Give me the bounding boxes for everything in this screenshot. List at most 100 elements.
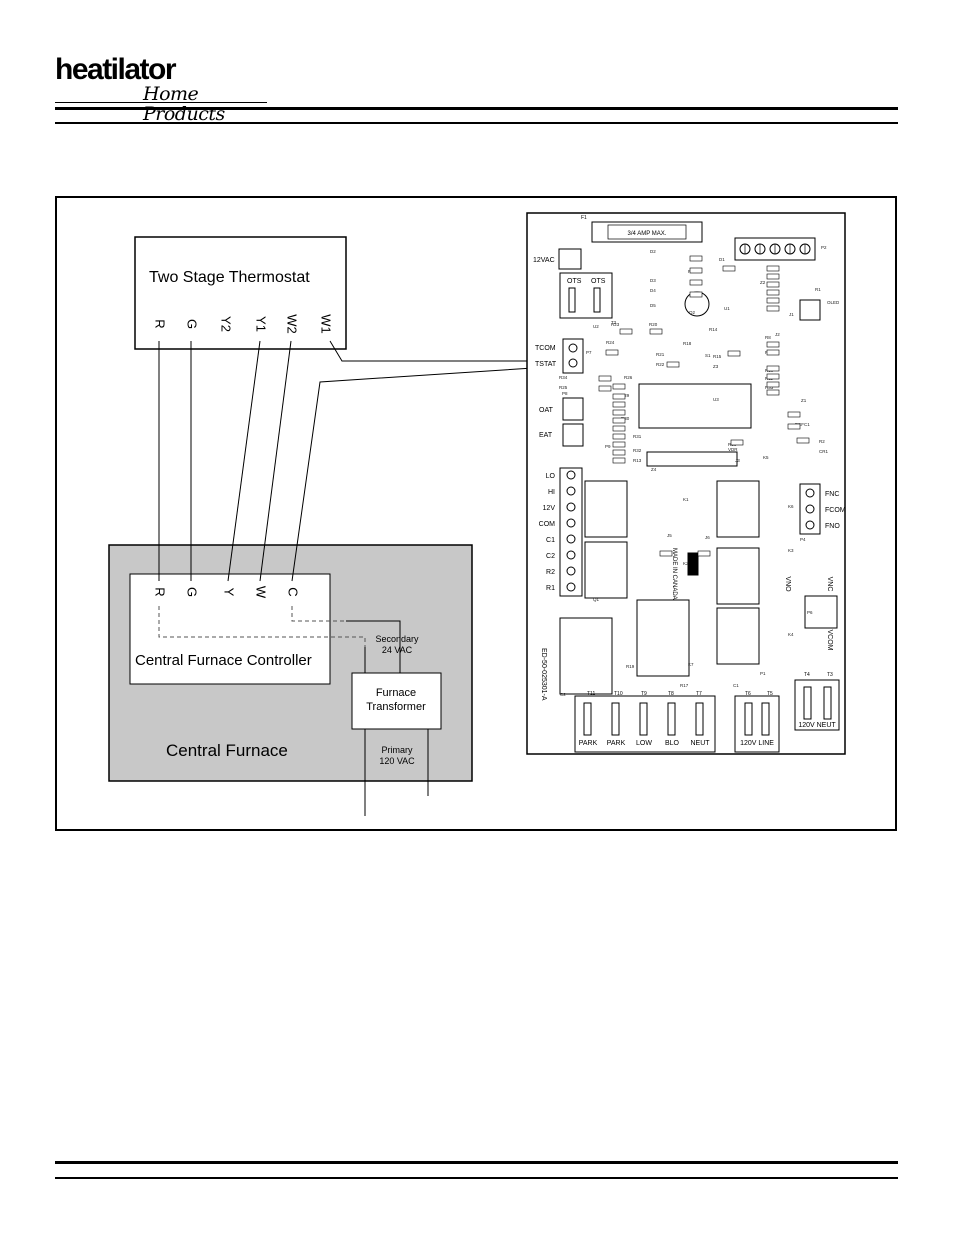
secondary-label-2: 24 VAC xyxy=(382,645,413,655)
resistor xyxy=(766,349,780,356)
component-ref: P6 xyxy=(807,610,813,615)
component-ref: R31 xyxy=(633,434,642,439)
resistor xyxy=(612,417,626,424)
component-ref: R19 xyxy=(626,664,635,669)
component-ref: S1 xyxy=(705,353,711,358)
bottom-terminal-park: PARK xyxy=(607,740,626,747)
bottom-ref: T6 xyxy=(745,691,751,697)
component-ref: Z4 xyxy=(651,467,657,472)
left-terminal-screw xyxy=(566,502,576,512)
left-terminal-lo: LO xyxy=(546,473,556,480)
tstat-connector xyxy=(562,338,584,374)
ots-label-1: OTS xyxy=(567,278,582,285)
fuse-label: 3/4 AMP MAX. xyxy=(628,231,667,237)
component-ref: R1 xyxy=(815,287,821,292)
left-terminal-screw xyxy=(566,566,576,576)
resistor xyxy=(612,409,626,416)
bottom-terminal-pin xyxy=(639,702,648,736)
resistor xyxy=(766,297,780,304)
component-ref: J1 xyxy=(789,312,794,317)
controller-terminal-w: W xyxy=(254,586,269,599)
relay-k7 xyxy=(559,617,613,695)
left-terminal-screw xyxy=(566,550,576,560)
fuse-ref: F1 xyxy=(581,215,587,221)
component-ref: R8 xyxy=(765,335,771,340)
component-ref: Z2 xyxy=(760,280,766,285)
header-rule-thin xyxy=(55,122,898,124)
resistor xyxy=(612,457,626,464)
relay-k4 xyxy=(636,599,690,677)
resistor xyxy=(659,550,673,557)
component-ref: C2 xyxy=(560,692,566,697)
bottom-terminal-low: LOW xyxy=(636,740,652,747)
microcontroller xyxy=(638,383,752,429)
component-ref: R17 xyxy=(680,683,689,688)
bottom-ref: T4 xyxy=(804,672,810,678)
ots-label-2: OTS xyxy=(591,278,606,285)
component-ref: OLED xyxy=(827,300,840,305)
controller-terminal-y: Y xyxy=(222,588,237,597)
component-ref: R24 xyxy=(606,340,615,345)
logo-underline xyxy=(55,102,267,103)
component-ref: U2 xyxy=(593,324,599,329)
wire-w2 xyxy=(259,340,292,582)
part-number: ED-50-025301-A xyxy=(540,648,547,701)
bottom-terminal-pin xyxy=(583,702,592,736)
thermostat-terminal-g: G xyxy=(185,319,200,329)
resistor xyxy=(689,291,703,298)
vent-terminal-vcom: VCOM xyxy=(826,630,833,651)
component-ref: R21 xyxy=(656,352,665,357)
bottom-ref: T3 xyxy=(827,672,833,678)
bottom-terminal-blo: BLO xyxy=(665,740,680,747)
secondary-label-1: Secondary xyxy=(375,634,419,644)
component-ref: R13 xyxy=(633,458,642,463)
resistor xyxy=(727,350,741,357)
component-ref: D4 xyxy=(650,288,656,293)
bottom-ref: T7 xyxy=(696,691,702,697)
resistor xyxy=(598,375,612,382)
bottom-ref: T10 xyxy=(614,691,623,697)
relay-k1 xyxy=(716,480,760,538)
thermostat-box xyxy=(134,236,347,350)
footer-rule-thick xyxy=(55,1161,898,1164)
bottom-terminal-pin xyxy=(695,702,704,736)
relay-k6 xyxy=(584,541,628,599)
component-ref: R23 xyxy=(611,322,620,327)
component-ref: U3 xyxy=(713,397,719,402)
left-terminal-hi: HI xyxy=(548,489,555,496)
furnace-title: Central Furnace xyxy=(166,741,288,760)
transformer-label-1: Furnace xyxy=(376,687,416,699)
resistor xyxy=(766,365,780,372)
left-terminal-strip xyxy=(559,467,583,597)
left-terminal-12v: 12V xyxy=(543,505,556,512)
component-references: D2D3D4D5D1R12R3R4R5R6R7Z2R1J1OLEDR23R20R… xyxy=(559,245,840,697)
component-ref: P1 xyxy=(760,671,766,676)
fan-terminal-fcom: FCOM xyxy=(825,507,846,514)
component-ref: R34 xyxy=(559,375,568,380)
component-ref: P7 xyxy=(586,350,592,355)
bottom-ref: T11 xyxy=(587,691,595,697)
ic-u3 xyxy=(646,451,738,467)
component-ref: CR1 xyxy=(819,449,828,454)
resistor xyxy=(612,401,626,408)
eat-connector xyxy=(562,423,584,447)
component-ref: D2 xyxy=(650,249,656,254)
oat-label: OAT xyxy=(539,407,554,414)
made-in-label: MADE IN CANADA xyxy=(671,548,677,600)
component-ref: R18 xyxy=(683,341,692,346)
fan-terminal-screw xyxy=(805,488,815,498)
relay-k2 xyxy=(716,547,760,605)
component-ref: VDR xyxy=(728,447,738,452)
resistor xyxy=(598,385,612,392)
resistor xyxy=(619,328,633,335)
component-ref: D3 xyxy=(650,278,656,283)
wires xyxy=(158,340,534,816)
resistor xyxy=(722,265,736,272)
bottom-ref: T9 xyxy=(641,691,647,697)
line-label: 120V LINE xyxy=(740,740,774,747)
resistor xyxy=(612,449,626,456)
resistor xyxy=(612,441,626,448)
